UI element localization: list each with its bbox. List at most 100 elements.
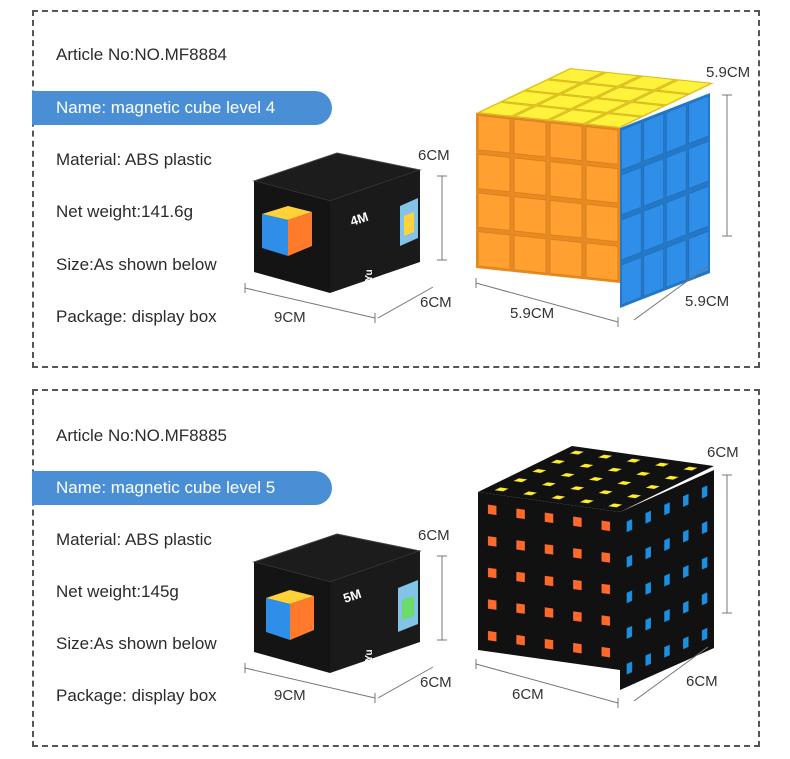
cube-width-label: 5.9CM (510, 305, 554, 322)
top-tile (550, 109, 606, 124)
front-tile (549, 238, 583, 278)
right-tile (701, 520, 708, 535)
front-tile (487, 598, 497, 611)
top-tile (493, 486, 511, 492)
front-tile (515, 634, 526, 646)
product-name-banner: Name: magnetic cube level 5 (32, 471, 332, 505)
box-brand-text: MoYu (364, 649, 375, 676)
cube-height-label: 6CM (707, 444, 739, 461)
top-tile (653, 462, 671, 468)
right-tile (682, 599, 689, 615)
box-height-label: 6CM (418, 147, 450, 164)
top-tile (521, 490, 539, 496)
top-tile (681, 466, 699, 472)
right-tile (688, 230, 709, 280)
top-tile (568, 485, 586, 491)
box-cube-picture (266, 590, 314, 640)
box-dimension-lines (244, 555, 447, 703)
front-tile (572, 547, 583, 560)
box-dimension-lines (244, 175, 447, 323)
front-tile (477, 115, 511, 154)
article-number: Article No:NO.MF8885 (56, 426, 227, 445)
front-tile (572, 642, 583, 654)
box-cube-picture (262, 206, 312, 256)
top-tile (597, 489, 615, 495)
front-tile (515, 508, 526, 520)
top-tile (561, 83, 617, 98)
front-tile (572, 516, 583, 528)
top-tile (537, 94, 593, 109)
net-weight-text: Net weight:141.6g (56, 202, 194, 221)
front-tile (549, 200, 583, 239)
right-tile (666, 194, 687, 243)
product-name-banner: Name: magnetic cube level 4 (32, 91, 332, 125)
front-tile (544, 512, 554, 524)
front-tile (601, 551, 611, 564)
front-tile (487, 567, 497, 579)
right-tile (682, 493, 689, 508)
top-tile (511, 477, 529, 483)
cube-5x5-image (478, 446, 714, 690)
front-tile (477, 231, 511, 270)
cube-width-label: 6CM (512, 686, 544, 703)
front-tile (515, 539, 526, 552)
box-logo-text: 5M (341, 586, 363, 606)
right-tile (663, 643, 671, 659)
right-tile (701, 627, 708, 642)
right-tile (626, 660, 633, 676)
right-tile (621, 121, 642, 171)
top-tile (577, 463, 595, 469)
front-tile (601, 614, 611, 627)
top-tile (549, 494, 567, 500)
right-tile (621, 166, 642, 216)
top-tile (548, 68, 604, 83)
cube-dimension-lines (475, 94, 732, 327)
right-tile (666, 149, 687, 198)
front-tile (572, 610, 583, 623)
top-tile (559, 472, 577, 478)
front-tile (544, 543, 554, 556)
display-box-image: 5M MoYu (252, 533, 422, 676)
right-tile (666, 239, 687, 288)
box-brand-text: MoYu (364, 269, 375, 296)
top-tile (620, 75, 676, 91)
front-tile (487, 630, 497, 642)
top-tile (609, 102, 665, 117)
top-tile (634, 471, 652, 477)
top-tile (656, 79, 712, 94)
right-face (620, 93, 710, 308)
top-tile (606, 467, 624, 473)
front-tile (513, 157, 547, 196)
front-tile (487, 535, 497, 548)
front-tile (549, 161, 583, 200)
cube-depth-label: 5.9CM (685, 293, 729, 310)
right-tile (621, 256, 642, 306)
right-tile (645, 509, 652, 525)
right-tile (701, 484, 708, 500)
product-panel-level-4: Article No:NO.MF8884 Name: magnetic cube… (32, 10, 760, 368)
front-tile (513, 235, 547, 274)
right-tile (645, 581, 652, 596)
right-tile (682, 635, 689, 651)
front-tile (513, 118, 547, 158)
front-tile (549, 122, 583, 161)
size-text: Size:As shown below (56, 634, 217, 653)
right-tile (621, 211, 642, 261)
right-tile (663, 501, 671, 517)
cube-depth-label: 6CM (686, 673, 718, 690)
top-tile (615, 480, 633, 486)
top-tile (514, 105, 570, 121)
article-number: Article No:NO.MF8884 (56, 45, 227, 64)
right-tile (682, 564, 689, 579)
size-text: Size:As shown below (56, 255, 217, 274)
right-tile (645, 616, 652, 632)
top-tile (663, 475, 681, 481)
front-face (476, 113, 620, 283)
top-tile (578, 498, 596, 504)
top-tile (633, 90, 689, 106)
top-tile (584, 72, 640, 87)
front-tile (585, 203, 619, 243)
right-tile (663, 608, 671, 623)
right-tile (701, 555, 708, 571)
top-tile (596, 454, 614, 460)
